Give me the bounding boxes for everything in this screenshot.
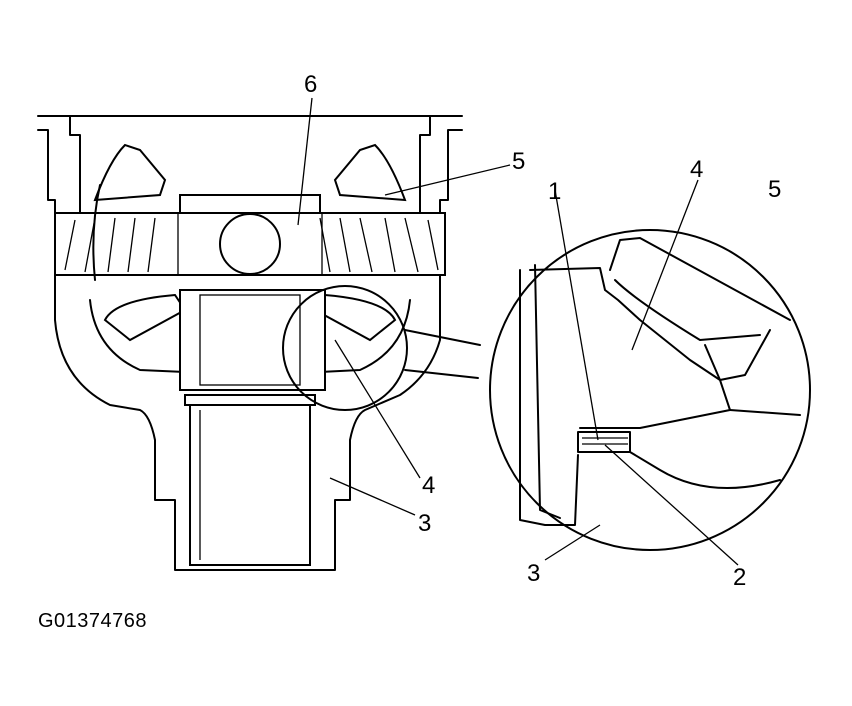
callout-3-main: 3 [418, 510, 432, 537]
housing-outline [37, 115, 463, 571]
callout-6: 6 [304, 71, 318, 98]
callout-1-detail: 1 [548, 178, 562, 205]
upper-side-gears [92, 143, 407, 281]
detail-area-marker [282, 285, 408, 411]
figure-id: G01374768 [38, 610, 148, 632]
detail-connector [404, 329, 481, 379]
callout-5-main: 5 [512, 148, 526, 175]
callout-3-detail: 3 [527, 560, 541, 587]
callout-5-detail: 5 [768, 176, 782, 203]
cross-shaft [177, 194, 323, 276]
callout-4-main: 4 [422, 472, 436, 499]
leader-lines [297, 97, 739, 566]
detail-view [489, 229, 811, 551]
callout-4-detail: 4 [690, 156, 704, 183]
callout-2-detail: 2 [733, 564, 747, 591]
axle-shaft [179, 289, 326, 566]
